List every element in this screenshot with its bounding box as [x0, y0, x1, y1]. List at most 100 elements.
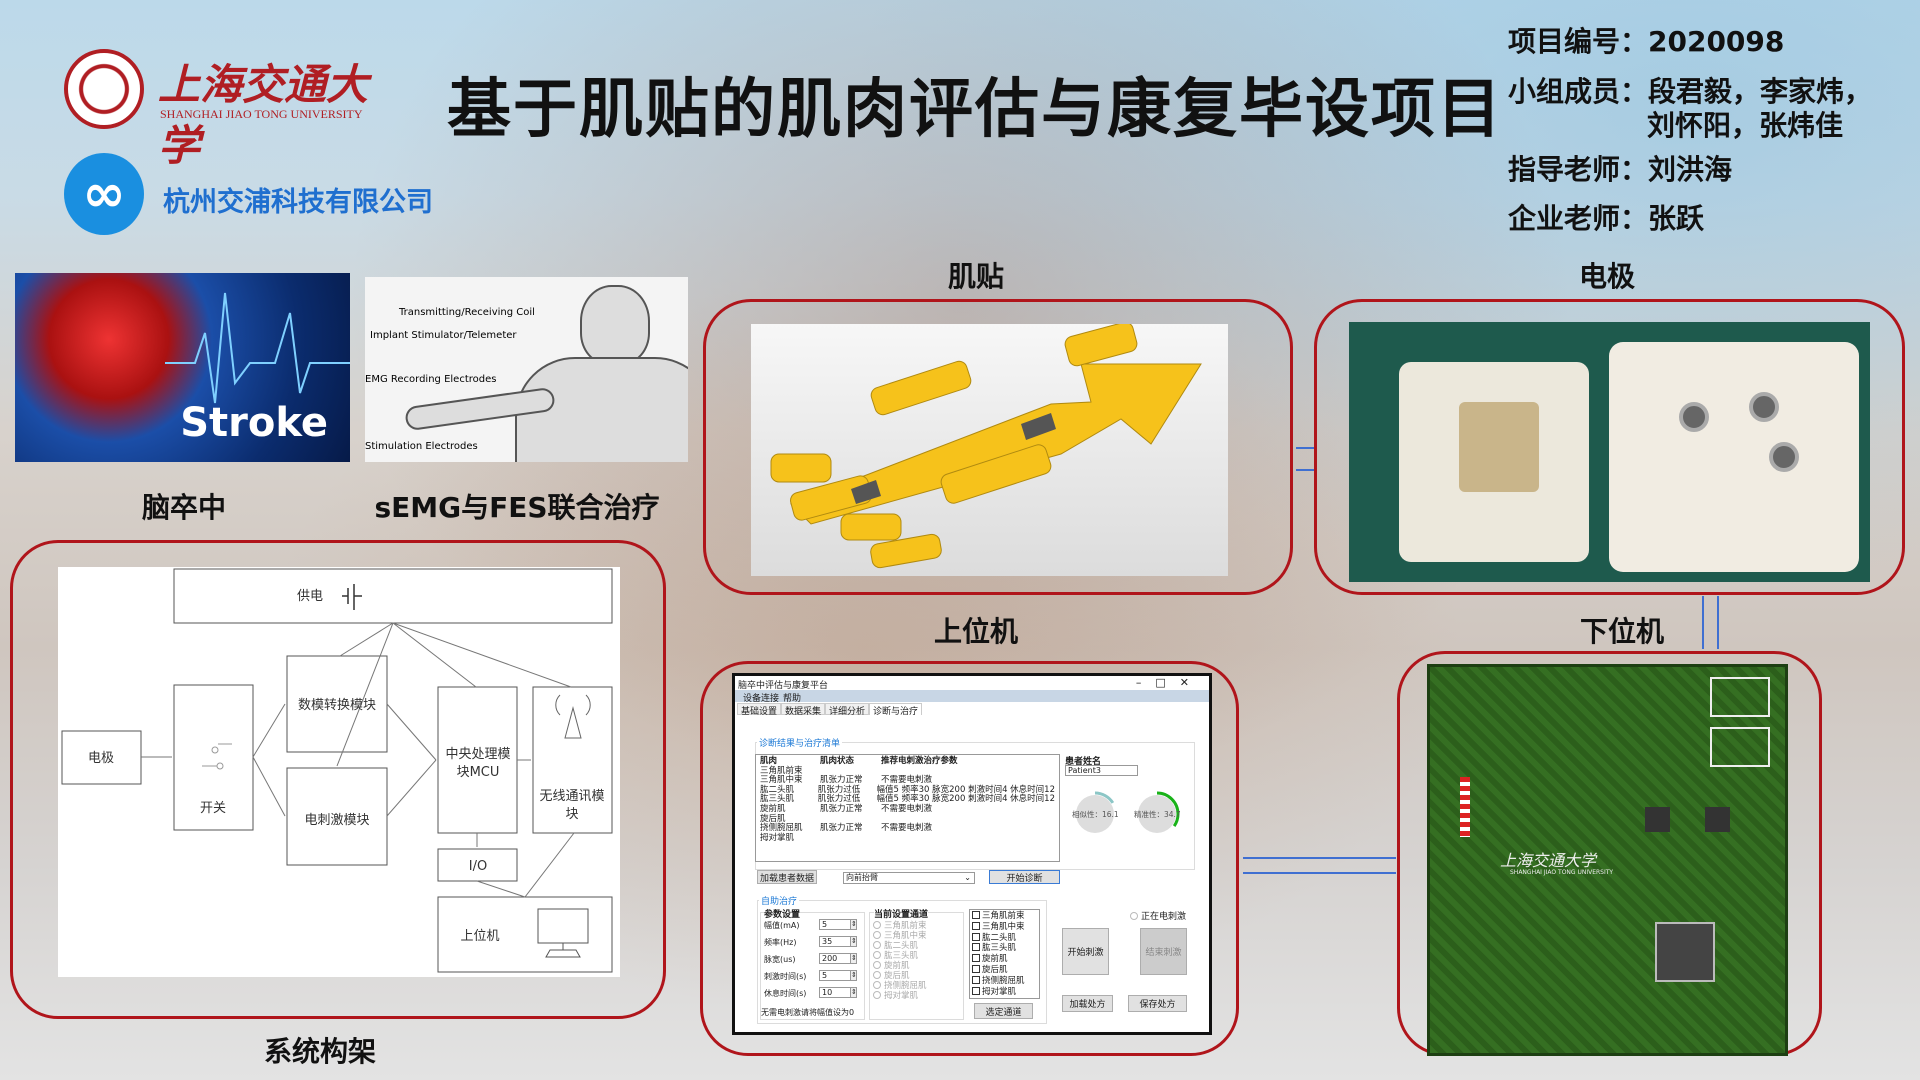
patient-name-label: 患者姓名	[1065, 757, 1102, 767]
window-title: 脑卒中评估与康复平台	[738, 681, 829, 691]
mcu-chip	[1655, 922, 1715, 982]
table-cell: 三角肌前束	[760, 765, 803, 776]
channel-checkbox[interactable]: 拇对掌肌	[972, 986, 1037, 998]
table-cell: 幅值5 频率30 脉宽200 刺激时间4 休息时间12	[876, 784, 1055, 795]
company-logo-icon: ∞	[64, 153, 144, 235]
table-cell: 肌张力过低	[817, 784, 861, 795]
col-status: 肌肉状态	[820, 756, 855, 766]
end-stimulation-button[interactable]: 结束刺激	[1140, 928, 1187, 975]
mcu-label-2: 块MCU	[457, 765, 500, 780]
save-prescription-button[interactable]: 保存处方	[1128, 995, 1187, 1012]
university-name-en: SHANGHAI JIAO TONG UNIVERSITY	[160, 107, 363, 121]
motion-select[interactable]: 向前抬臂⌄	[843, 872, 975, 884]
table-row: 挠侧腕屈肌肌张力正常不需要电刺激	[760, 824, 1055, 834]
self-therapy-group	[757, 900, 1047, 1024]
channel-radio[interactable]: 挠侧腕屈肌	[873, 979, 927, 991]
connector	[1710, 727, 1770, 767]
param-input[interactable]: 200	[819, 953, 853, 964]
window-controls[interactable]: –□✕	[1135, 676, 1203, 689]
select-channel-button[interactable]: 选定通道	[974, 1003, 1033, 1019]
channel-radio[interactable]: 旋前肌	[873, 959, 910, 971]
stimulating-indicator	[1130, 912, 1138, 920]
channel-checkbox[interactable]: 三角肌中束	[972, 921, 1037, 933]
col-muscle: 肌肉	[760, 756, 778, 766]
tab-analysis[interactable]: 详细分析	[825, 703, 870, 717]
patient-name-input[interactable]: Patient3	[1065, 765, 1138, 776]
diagnosis-list[interactable]: 肌肉 肌肉状态 推荐电刺激治疗参数 三角肌前束三角肌中束肌张力正常不需要电刺激肱…	[755, 754, 1060, 862]
io-label: I/O	[469, 859, 487, 874]
spinner-icon[interactable]: ⇕	[850, 953, 857, 964]
channel-checkbox[interactable]: 挠侧腕屈肌	[972, 975, 1037, 987]
channel-checkbox[interactable]: 旋前肌	[972, 954, 1037, 965]
menu-help[interactable]: 帮助	[783, 694, 802, 704]
channel-radio[interactable]: 三角肌前束	[873, 919, 927, 931]
table-cell: 拇对掌肌	[760, 832, 795, 843]
table-cell: 三角肌中束	[760, 775, 803, 786]
param-input[interactable]: 5	[819, 970, 853, 981]
stroke-text: Stroke	[180, 400, 328, 446]
spinner-icon[interactable]: ⇕	[850, 987, 857, 998]
app-window: 脑卒中评估与康复平台 –□✕ 设备连接 帮助 基础设置 数据采集 详细分析 诊断…	[732, 673, 1212, 1035]
menu-device[interactable]: 设备连接	[743, 694, 780, 704]
link-arrow	[1702, 596, 1704, 649]
company-name: 杭州交浦科技有限公司	[163, 187, 433, 218]
col-params: 推荐电刺激治疗参数	[881, 756, 958, 766]
param-input[interactable]: 35	[819, 936, 853, 947]
table-cell: 不需要电刺激	[881, 775, 933, 786]
switch-icon	[202, 743, 232, 770]
param-group	[760, 912, 865, 1020]
page-title: 基于肌贴的肌肉评估与康复毕设项目	[447, 73, 1503, 147]
channel-radio[interactable]: 肱三头肌	[873, 949, 918, 961]
muscle-patch-image	[751, 324, 1228, 576]
spinner-icon[interactable]: ⇕	[850, 936, 857, 947]
channel-radio[interactable]: 拇对掌肌	[873, 989, 918, 1001]
table-row: 三角肌中束肌张力正常不需要电刺激	[760, 776, 1055, 786]
channel-checkbox[interactable]: 肱三头肌	[972, 943, 1037, 954]
sjtu-logo: 上海交通大学 SHANGHAI JIAO TONG UNIVERSITY	[64, 49, 384, 170]
load-patient-button[interactable]: 加载患者数据	[757, 870, 817, 884]
channel-checkbox[interactable]: 旋后肌	[972, 964, 1037, 976]
table-cell: 旋前肌	[760, 803, 786, 814]
start-stimulation-button[interactable]: 开始刺激	[1062, 928, 1109, 975]
table-row: 三角肌前束	[760, 765, 1055, 777]
channel-checkbox[interactable]: 三角肌前束	[972, 911, 1037, 922]
spinner-icon[interactable]: ⇕	[850, 919, 857, 930]
channel-radio[interactable]: 三角肌中束	[873, 929, 927, 941]
channel-checkbox[interactable]: 肱二头肌	[972, 932, 1037, 944]
table-cell: 肌张力过低	[817, 794, 861, 805]
patch-frame	[703, 299, 1293, 595]
load-prescription-button[interactable]: 加载处方	[1062, 995, 1113, 1012]
switch-label: 开关	[200, 801, 226, 816]
channel-radio[interactable]: 旋后肌	[873, 969, 910, 981]
tab-acquisition[interactable]: 数据采集	[781, 703, 826, 717]
pcb-logo: 上海交通大学	[1500, 851, 1597, 870]
link-arrow	[1717, 596, 1719, 649]
start-diagnosis-button[interactable]: 开始诊断	[989, 870, 1060, 884]
chip	[1705, 807, 1730, 832]
param-input[interactable]: 5	[819, 919, 853, 930]
members-cont: 刘怀阳，张炜佳	[1647, 109, 1844, 142]
tab-diagnosis[interactable]: 诊断与治疗	[869, 703, 923, 717]
channel-radio[interactable]: 肱二头肌	[873, 939, 918, 951]
power-label: 供电	[297, 589, 323, 604]
spinner-icon[interactable]: ⇕	[850, 970, 857, 981]
table-cell: 旋后肌	[760, 813, 786, 824]
electrode-photo-label: 电极	[1578, 260, 1636, 293]
stimulating-label: 正在电刺激	[1141, 912, 1187, 922]
stim-label: 电刺激模块	[304, 813, 369, 828]
table-row: 旋前肌肌张力正常不需要电刺激	[760, 803, 1055, 815]
similarity-label: 相似性：	[1072, 810, 1102, 819]
channel-checklist[interactable]: 三角肌前束三角肌中束肱二头肌肱三头肌旋前肌旋后肌挠侧腕屈肌拇对掌肌	[969, 909, 1040, 999]
param-input[interactable]: 10	[819, 987, 853, 998]
table-cell: 不需要电刺激	[881, 803, 933, 814]
electrode-photo	[1349, 322, 1870, 582]
antenna-icon	[555, 694, 591, 739]
host-label: 上位机	[460, 929, 499, 944]
table-cell: 挠侧腕屈肌	[760, 823, 803, 834]
tab-basic[interactable]: 基础设置	[737, 703, 782, 717]
advisor: 指导老师：刘洪海	[1508, 153, 1733, 186]
host-software-label: 上位机	[933, 615, 1019, 648]
stimulator-label: Implant Stimulator/Telemeter	[370, 330, 517, 341]
param-group-title: 参数设置	[764, 907, 801, 920]
channel-group-title: 当前设置通道	[874, 907, 929, 920]
